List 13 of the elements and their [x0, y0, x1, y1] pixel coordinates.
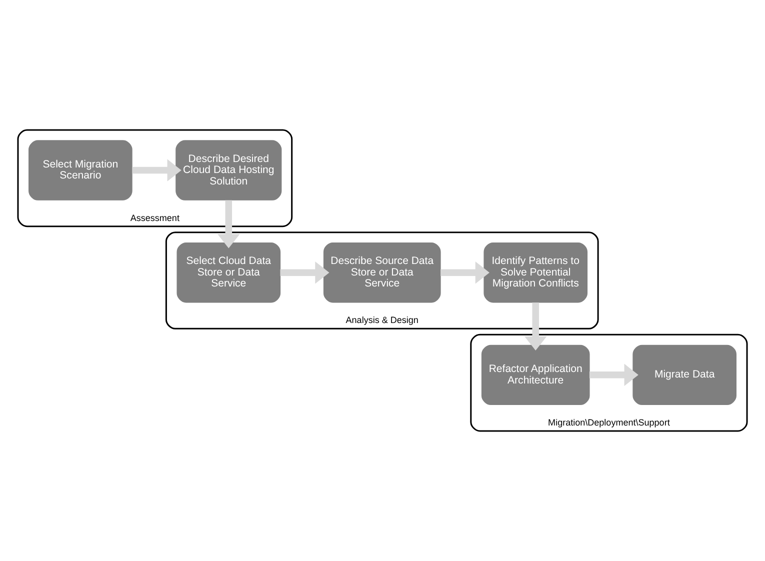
node-box: Select Migration Scenario: [28, 140, 132, 200]
node-box: Refactor Application Architecture: [481, 344, 590, 406]
node-box: Select Cloud Data Store or Data Service: [176, 242, 281, 303]
node-box: Describe Desired Cloud Data Hosting Solution: [176, 140, 282, 200]
arrow: [524, 302, 547, 351]
arrow: [280, 261, 330, 284]
arrow: [589, 364, 638, 386]
arrow: [132, 159, 182, 182]
arrow: [440, 261, 490, 284]
arrow: [218, 200, 240, 248]
node-box: Identify Patterns to Solve Potential Migration Conflicts: [484, 242, 588, 303]
node-box: Migrate Data: [632, 344, 736, 406]
node-box: Describe Source Data Store or Data Service: [323, 242, 441, 303]
